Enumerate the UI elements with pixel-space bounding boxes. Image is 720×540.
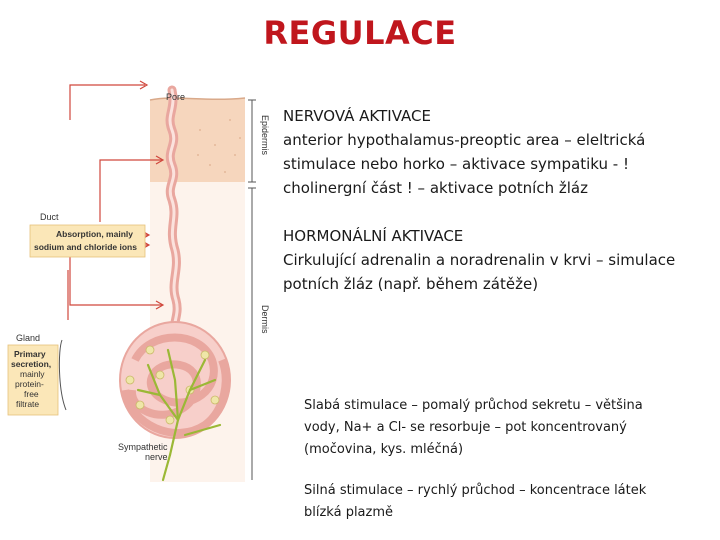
pore-label: Pore [166, 92, 185, 102]
gland-bracket [58, 339, 67, 411]
strong-stimulation-line-2: blízká plazmě [304, 505, 394, 520]
slide-title: REGULACE [263, 14, 457, 52]
sweat-gland-diagram: Pore Epidermis Dermis Duct Absorption, m… [7, 80, 270, 482]
hormonal-activation-heading: HORMONÁLNÍ AKTIVACE [283, 227, 464, 245]
dermis-label: Dermis [260, 305, 270, 334]
absorption-line-2: sodium and chloride ions [34, 242, 137, 252]
primary-line-4: protein- [15, 379, 44, 389]
epidermis-label: Epidermis [260, 115, 270, 156]
pointer-arrows [67, 80, 165, 320]
nervous-activation-heading: NERVOVÁ AKTIVACE [283, 107, 431, 125]
epidermis-layer [149, 97, 246, 182]
sympathetic-label-1: Sympathetic [118, 442, 168, 452]
absorption-box [29, 224, 146, 258]
weak-stimulation-line-3: (močovina, kys. mléčná) [304, 442, 464, 457]
primary-line-1: Primary [14, 349, 46, 359]
duct-label: Duct [40, 212, 59, 222]
hormonal-line-1: Cirkulující adrenalin a noradrenalin v k… [283, 251, 676, 269]
primary-line-2: secretion, [11, 359, 51, 369]
weak-stimulation-line-1: Slabá stimulace – pomalý průchod sekretu… [304, 398, 643, 413]
gland-label: Gland [16, 333, 40, 343]
nervous-line-1: anterior hypothalamus-preoptic area – el… [283, 131, 646, 149]
weak-stimulation-line-2: vody, Na+ a Cl- se resorbuje – pot konce… [304, 420, 627, 435]
primary-line-5: free [24, 389, 39, 399]
sympathetic-nerve [136, 348, 222, 482]
nervous-line-2: stimulace nebo horko – aktivace sympatik… [283, 155, 630, 173]
nervous-line-3: cholinergní část ! – aktivace potních žl… [283, 179, 588, 197]
strong-stimulation-line-1: Silná stimulace – rychlý průchod – konce… [304, 483, 647, 498]
layer-brackets [248, 99, 256, 480]
hormonal-line-2: potních žláz (např. během zátěže) [283, 275, 539, 293]
primary-line-3: mainly [20, 369, 45, 379]
primary-secretion-box [7, 344, 59, 416]
sympathetic-label-2: nerve [145, 452, 168, 462]
primary-line-6: filtrate [16, 399, 39, 409]
absorption-line-1: Absorption, mainly [56, 229, 133, 239]
